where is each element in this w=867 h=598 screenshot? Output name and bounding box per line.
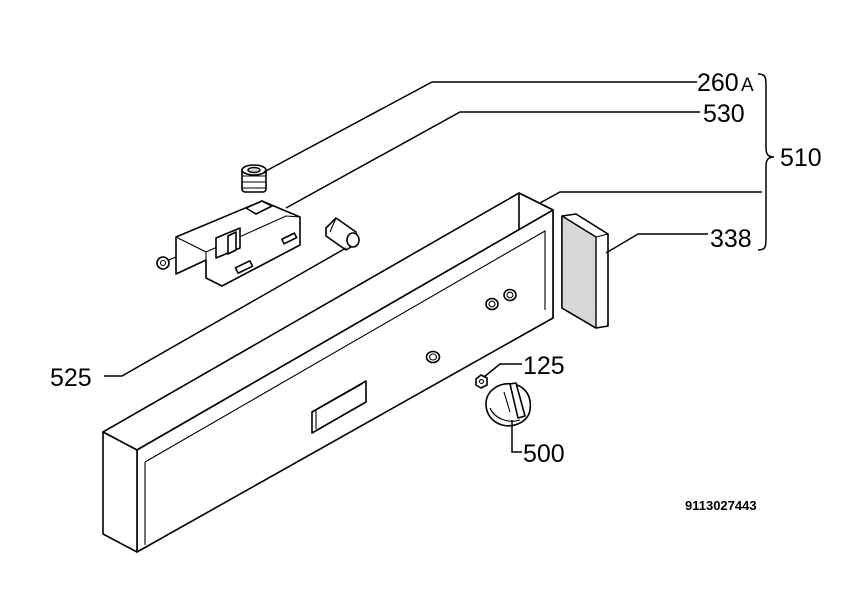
display-window [311, 380, 367, 434]
label-500: 500 [523, 440, 565, 468]
label-260: 260 [697, 69, 739, 97]
label-510: 510 [780, 144, 822, 172]
drawing-code: 9113027443 [685, 498, 757, 513]
label-525: 525 [50, 364, 92, 392]
knob-500 [485, 382, 532, 427]
control-panel [102, 192, 554, 553]
end-cap-338 [561, 213, 609, 329]
label-260-suffix: A [741, 75, 754, 96]
label-338: 338 [710, 225, 752, 253]
screw-260a [241, 164, 267, 193]
label-125: 125 [523, 352, 565, 380]
leader-lines [104, 81, 762, 453]
nut-125 [475, 374, 488, 389]
indicator-hole-right [503, 288, 517, 302]
indicator-hole-left [485, 297, 499, 311]
knob-hole [425, 350, 441, 364]
bracket-530 [156, 200, 301, 287]
indicator-lamp-525 [325, 217, 360, 251]
group-brace [757, 73, 775, 251]
label-530: 530 [703, 100, 745, 128]
